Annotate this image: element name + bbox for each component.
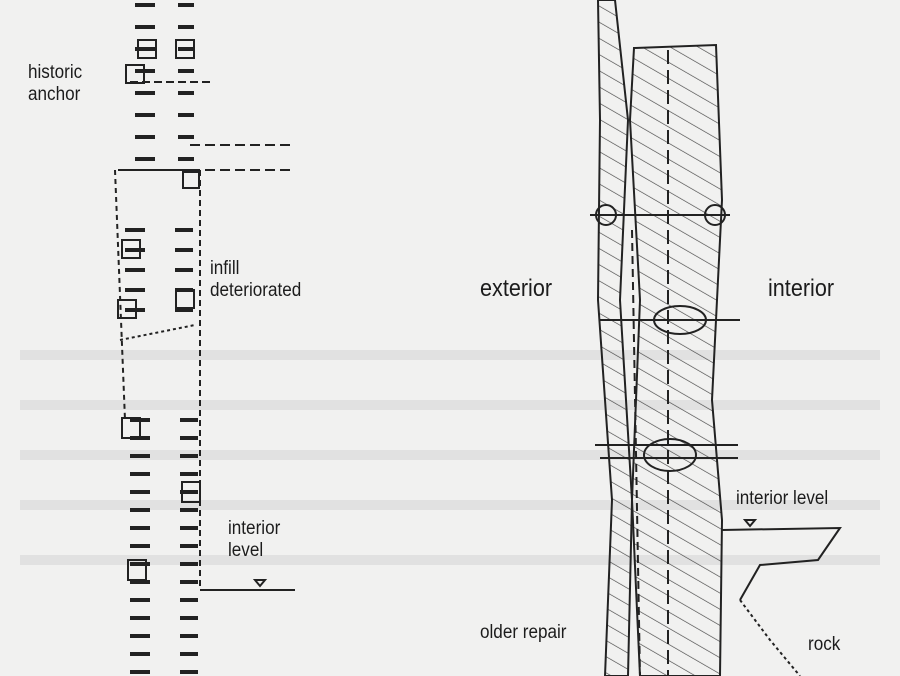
label-line: interior: [228, 518, 281, 539]
bleed-through-text: [20, 350, 880, 565]
exterior-label: exterior: [480, 275, 553, 302]
label-line: historic: [28, 62, 83, 83]
rock-label: rock: [808, 634, 841, 655]
label-line: level: [228, 540, 264, 561]
brick: [127, 559, 147, 581]
left-interior-level-label: interior level: [228, 518, 280, 562]
brick: [175, 289, 195, 309]
label-line: deteriorated: [210, 280, 302, 301]
brick: [175, 39, 195, 59]
right-interior-level-label: interior level: [736, 488, 829, 509]
right-wall-section: [590, 0, 842, 676]
historic-anchor-label: historic anchor: [28, 62, 82, 106]
older-repair-label: older repair: [480, 622, 567, 643]
left-wall-section: [114, 3, 295, 674]
infill-deteriorated-label: infill deteriorated: [210, 258, 301, 302]
brick: [125, 64, 145, 84]
label-line: infill: [210, 258, 240, 279]
interior-label: interior: [768, 275, 835, 302]
brick: [121, 417, 141, 439]
brick: [137, 39, 157, 59]
label-line: anchor: [28, 84, 81, 105]
